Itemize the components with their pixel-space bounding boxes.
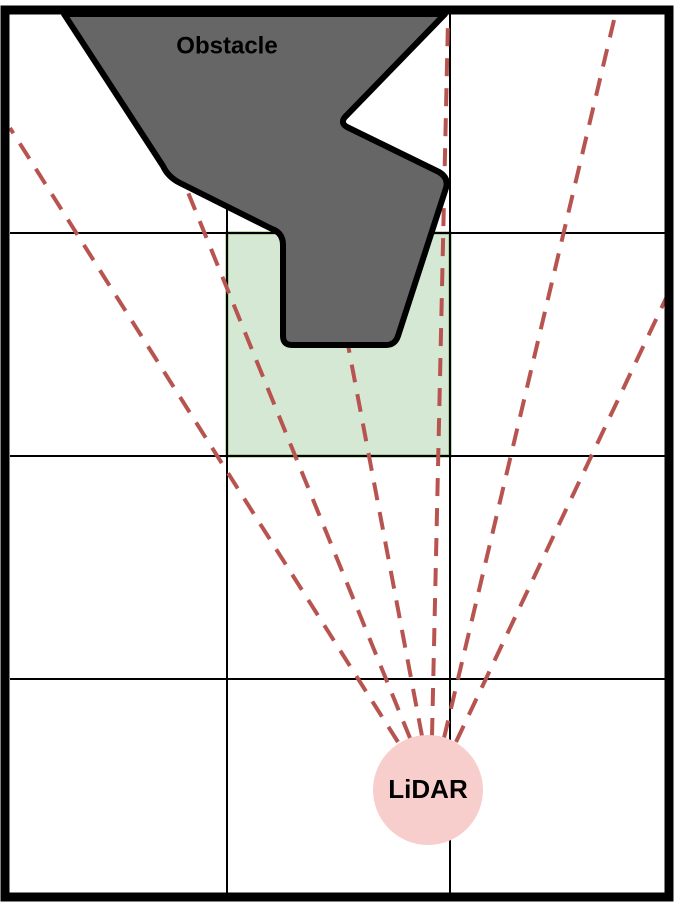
lidar-rays — [8, 19, 671, 744]
obstacle-shape — [61, 11, 450, 348]
lidar-ray — [8, 126, 400, 744]
lidar-ray — [454, 291, 671, 743]
lidar-ray — [442, 19, 616, 739]
lidar-ray — [346, 344, 424, 737]
outer-frame — [0, 5, 674, 902]
lidar-ray — [183, 184, 412, 739]
lidar-sensor — [373, 735, 483, 845]
lidar-label: LiDAR — [388, 774, 468, 804]
obstacle-label: Obstacle — [176, 32, 277, 59]
